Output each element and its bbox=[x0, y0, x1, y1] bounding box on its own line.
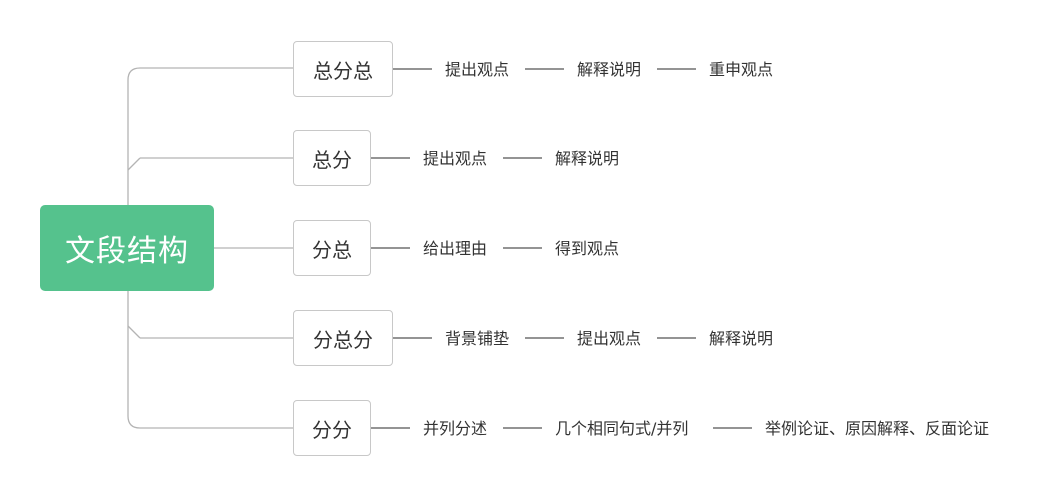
leaf-2-2[interactable]: 解释说明 bbox=[555, 149, 620, 168]
leaf-2-1[interactable]: 提出观点 bbox=[423, 149, 488, 168]
branch-line-2 bbox=[127, 157, 141, 171]
branch-line-4 bbox=[127, 325, 141, 339]
leaf-5-1[interactable]: 并列分述 bbox=[423, 419, 488, 438]
trunk-line-lower bbox=[127, 291, 293, 429]
leaf-3-2[interactable]: 得到观点 bbox=[555, 239, 620, 258]
branch-node-fenzong[interactable]: 分总 bbox=[293, 220, 371, 276]
root-node[interactable]: 文段结构 bbox=[40, 205, 214, 291]
leaf-1-2[interactable]: 解释说明 bbox=[577, 60, 642, 79]
leaf-1-3[interactable]: 重申观点 bbox=[709, 60, 774, 79]
leaf-4-1[interactable]: 背景铺垫 bbox=[445, 329, 510, 348]
branch-node-zongfen[interactable]: 总分 bbox=[293, 130, 371, 186]
branch-node-zongfenzong[interactable]: 总分总 bbox=[293, 41, 393, 97]
leaf-4-3[interactable]: 解释说明 bbox=[709, 329, 774, 348]
branch-node-fenzongfen[interactable]: 分总分 bbox=[293, 310, 393, 366]
trunk-line bbox=[127, 67, 293, 205]
leaf-3-1[interactable]: 给出理由 bbox=[423, 239, 488, 258]
branch-node-fenfen[interactable]: 分分 bbox=[293, 400, 371, 456]
leaf-4-2[interactable]: 提出观点 bbox=[577, 329, 642, 348]
leaf-5-2[interactable]: 几个相同句式/并列 bbox=[555, 419, 689, 438]
leaf-5-3[interactable]: 举例论证、原因解释、反面论证 bbox=[765, 419, 990, 438]
leaf-1-1[interactable]: 提出观点 bbox=[445, 60, 510, 79]
